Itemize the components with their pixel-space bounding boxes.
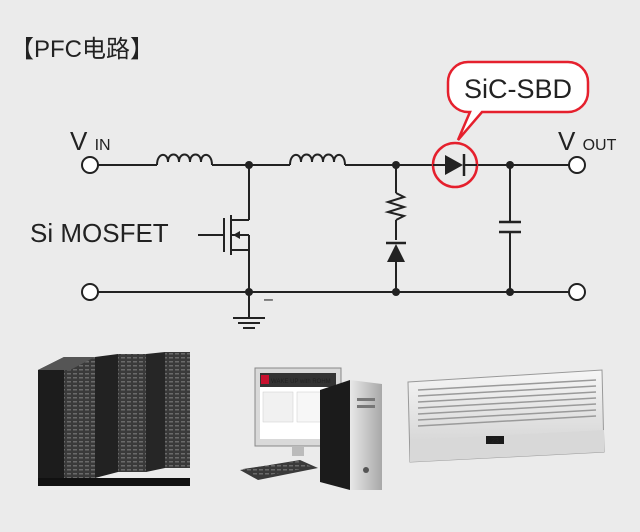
circuit-wires [98,164,569,318]
mosfet-label: Si MOSFET [30,218,169,248]
vout-label: V OUT [558,126,617,156]
air-conditioner-icon: 23 [407,369,605,463]
ground-icon [233,317,265,329]
vin-label-main: V [70,126,88,156]
pc-screen-text: WAKE UP with ROHM [271,379,331,385]
resistor-icon [384,192,408,221]
vout-label-main: V [558,126,576,156]
page-title: 【PFC电路】 [10,36,154,63]
ground-mark: – [264,291,273,308]
vin-terminal-bottom [81,283,99,301]
aircon-display: 23 [491,438,499,445]
vout-terminal-top [568,156,586,174]
sic-sbd-callout: SiC-SBD [446,60,590,141]
junction-dots [245,161,514,296]
desktop-pc-icon: WAKE UP with ROHM [240,367,382,490]
vout-label-sub: OUT [583,137,617,154]
capacitor-icon [499,220,521,234]
callout-label: SiC-SBD [464,74,572,104]
inductor-2-icon [289,153,346,166]
mosfet-icon [198,215,250,255]
vin-label: V IN [70,126,111,156]
inductor-1-icon [156,153,213,166]
sic-sbd-diode-icon [431,141,479,189]
vin-label-sub: IN [95,137,111,154]
diode-vertical-icon [386,241,406,262]
vin-terminal-top [81,156,99,174]
server-rack-icon [38,352,190,486]
vout-terminal-bottom [568,283,586,301]
